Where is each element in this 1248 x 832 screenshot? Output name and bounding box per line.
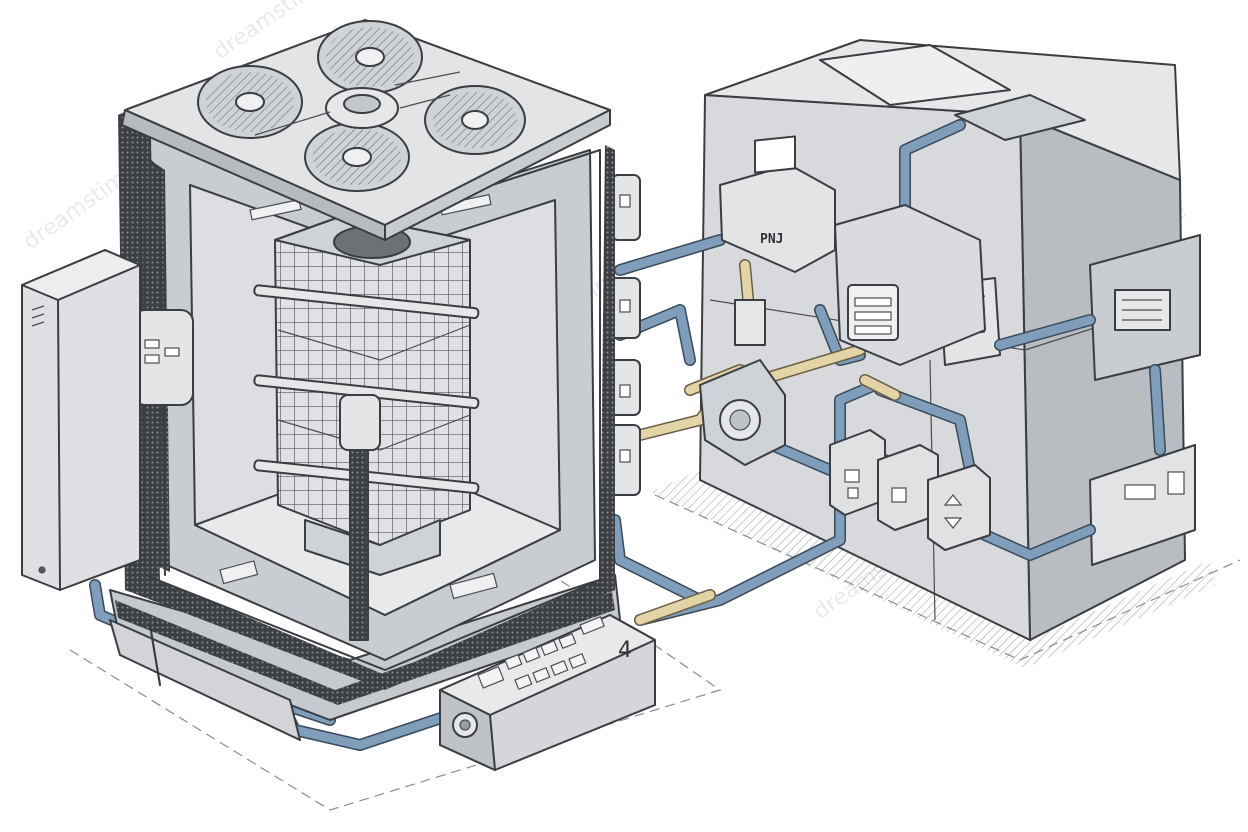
basket-stack <box>253 214 480 576</box>
cooling-fan <box>424 85 526 155</box>
pipe-couplings <box>607 174 641 496</box>
control-button[interactable] <box>540 639 559 657</box>
valve-module <box>927 464 991 551</box>
control-button[interactable] <box>522 646 541 664</box>
control-button[interactable] <box>568 652 587 670</box>
control-button[interactable] <box>514 673 533 691</box>
cooling-fan <box>197 65 303 139</box>
cooling-fan <box>317 20 423 94</box>
valve-box <box>734 299 766 346</box>
cooling-fan <box>304 122 410 192</box>
chamber-base-gasket <box>115 592 615 705</box>
cold-chamber <box>109 19 621 721</box>
side-cylinder-sensor <box>132 309 194 406</box>
base-rails <box>109 619 301 741</box>
control-button[interactable] <box>532 666 551 684</box>
control-button[interactable] <box>504 653 523 671</box>
svg-text:PNJ: PNJ <box>760 232 783 247</box>
panel-label: 4 <box>618 638 632 663</box>
cabinet-components: PNJ <box>699 135 991 551</box>
column-clamp <box>339 394 381 451</box>
fan-array <box>197 20 526 192</box>
control-display <box>477 665 505 689</box>
side-panel <box>21 249 141 591</box>
control-button[interactable] <box>558 632 577 650</box>
center-column <box>349 439 369 641</box>
control-button-grid <box>504 632 587 691</box>
control-unit: 4 <box>439 614 656 771</box>
control-button[interactable] <box>550 659 569 677</box>
